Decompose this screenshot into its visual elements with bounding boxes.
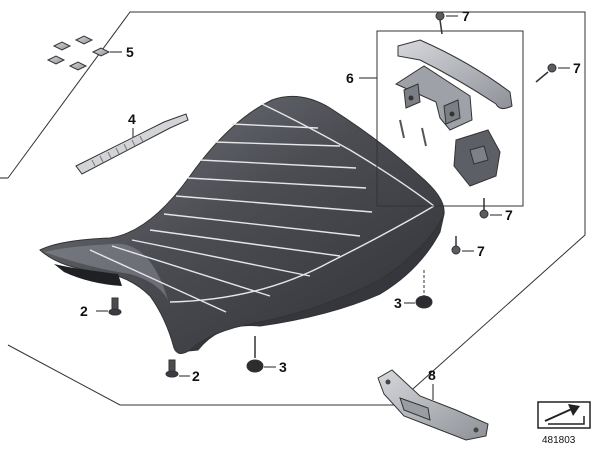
clips-part-5 <box>46 35 111 71</box>
buffer-part-3-right <box>415 270 433 309</box>
callout-7-right: 7 <box>573 60 581 76</box>
screw-part-7-mid <box>479 198 489 219</box>
callout-4: 4 <box>128 111 136 127</box>
screw-part-7-top <box>435 11 445 35</box>
callout-8: 8 <box>428 367 436 383</box>
callout-7-mid: 7 <box>505 207 513 223</box>
latch-bracket-part-6 <box>394 39 513 187</box>
callout-2-upper: 2 <box>80 303 88 319</box>
arrow-into-box-icon <box>537 401 591 429</box>
assembly-frame <box>7 11 586 406</box>
callout-2-lower: 2 <box>192 368 200 384</box>
callout-6: 6 <box>346 70 354 86</box>
screw-part-7-low <box>451 236 461 255</box>
callout-5: 5 <box>126 44 134 60</box>
callout-7-low: 7 <box>477 243 485 259</box>
callout-3-right: 3 <box>394 295 402 311</box>
strap-teeth <box>91 135 144 167</box>
springs <box>399 119 427 147</box>
buffer-part-3-lower <box>246 336 264 373</box>
fastener-part-2-upper <box>108 297 122 316</box>
screw-part-7-right <box>535 63 557 83</box>
callout-7-top: 7 <box>462 8 470 24</box>
callout-3-lower: 3 <box>279 359 287 375</box>
bracket-part-8 <box>377 369 489 441</box>
inset-box-part-6 <box>376 30 524 207</box>
seat-stitching <box>89 103 435 313</box>
strap-part-4 <box>75 113 189 175</box>
seat-main <box>39 95 445 354</box>
fastener-part-2-lower <box>165 359 179 378</box>
figure-number: 481803 <box>542 435 576 446</box>
